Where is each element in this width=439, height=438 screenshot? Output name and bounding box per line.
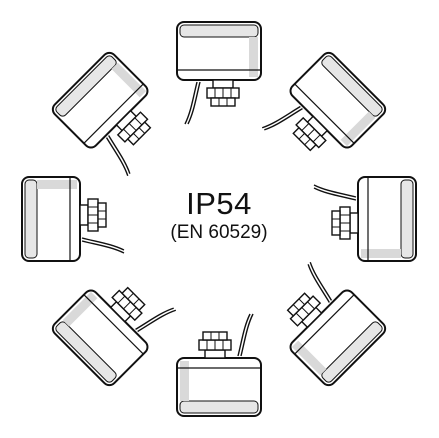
actuator-drawing <box>255 255 390 390</box>
actuator-drawing <box>176 313 262 417</box>
actuator-bottom-right <box>255 255 390 390</box>
actuator-bottom <box>176 313 262 417</box>
actuator-top-right <box>255 48 390 183</box>
actuator-drawing <box>48 255 183 390</box>
ip-rating-code: IP54 <box>186 186 252 221</box>
actuator-drawing <box>176 21 262 125</box>
actuator-drawing <box>21 176 125 262</box>
actuator-drawing <box>48 48 183 183</box>
actuator-right <box>313 176 417 262</box>
actuator-drawing <box>313 176 417 262</box>
actuator-top-left <box>48 48 183 183</box>
actuator-top <box>176 21 262 125</box>
actuator-drawing <box>255 48 390 183</box>
protection-rating: IP54 (EN 60529) <box>144 186 294 244</box>
actuator-bottom-left <box>48 255 183 390</box>
rating-standard: (EN 60529) <box>170 222 268 243</box>
actuator-left <box>21 176 125 262</box>
